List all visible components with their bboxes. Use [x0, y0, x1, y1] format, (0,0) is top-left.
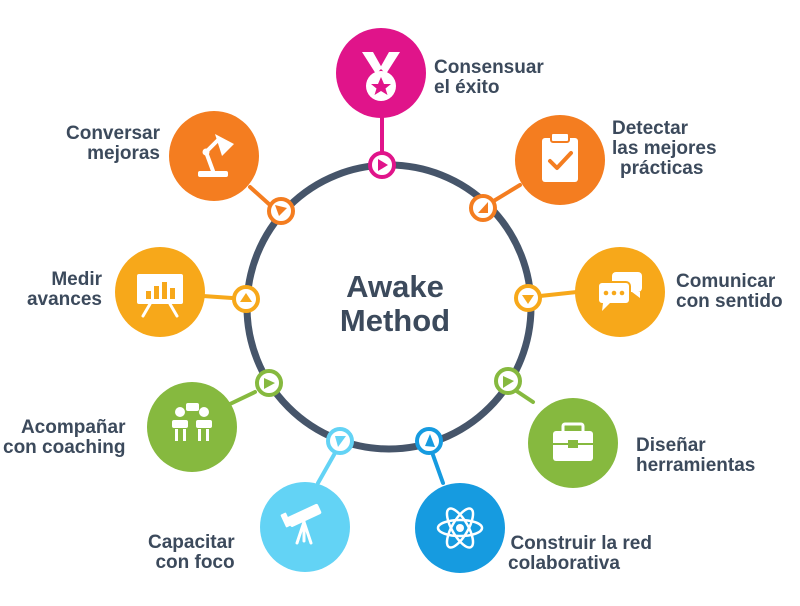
diagram-title-line2: Method	[339, 303, 451, 338]
connector-medir	[201, 294, 234, 300]
step-label-line: colaborativa	[508, 553, 620, 574]
step-label-line: mejoras	[87, 143, 160, 164]
step-label-line: Detectar	[612, 118, 689, 139]
step-label-line: con foco	[155, 552, 235, 573]
step-disenar	[528, 398, 618, 488]
connector-construir	[431, 453, 445, 485]
step-label-line: las mejores	[612, 138, 717, 159]
ring-node-conversar	[267, 197, 295, 225]
presentation-board-icon	[137, 274, 183, 318]
desk-lamp-icon	[198, 134, 234, 177]
step-label-line: Acompañar	[20, 417, 126, 438]
connector-capacitar	[316, 451, 337, 485]
ring-node-disenar	[494, 367, 522, 395]
step-label-disenar: Diseñar herramientas	[636, 436, 755, 476]
connector-comunicar	[538, 290, 579, 298]
step-acompanar	[147, 382, 237, 472]
step-label-line: el éxito	[434, 77, 500, 98]
step-label-line: avances	[26, 289, 102, 310]
step-label-capacitar: Capacitar con foco	[148, 533, 235, 573]
ring-node-capacitar	[326, 427, 354, 455]
step-detectar	[515, 115, 605, 205]
ring-node-acompanar	[255, 369, 283, 397]
step-label-line: prácticas	[620, 158, 704, 179]
ring-node-comunicar	[514, 284, 542, 312]
step-label-line: Comunicar	[676, 271, 776, 292]
ring-node-consensuar	[368, 151, 396, 179]
diagram-title-line1: Awake	[346, 269, 444, 304]
step-label-line: herramientas	[636, 455, 756, 476]
ring-node-construir	[415, 427, 443, 455]
ring-node-medir	[232, 285, 260, 313]
connector-disenar	[513, 388, 535, 404]
step-label-detectar: Detectar las mejores prácticas	[612, 119, 717, 179]
step-label-line: Conversar	[66, 123, 160, 144]
step-label-line: Construir la red	[510, 533, 652, 554]
chat-bubbles-icon	[597, 272, 642, 311]
step-consensuar	[336, 28, 426, 118]
medal-icon	[362, 52, 400, 101]
ring-nodes	[232, 151, 542, 455]
connector-acompanar	[228, 390, 257, 406]
step-comunicar	[575, 247, 665, 337]
step-label-comunicar: Comunicar con sentido	[676, 272, 783, 312]
step-label-line: Medir	[51, 269, 102, 290]
connector-conversar	[248, 185, 272, 207]
step-conversar	[169, 111, 259, 201]
connectors	[201, 116, 579, 485]
step-label-conversar: Conversar mejoras	[52, 124, 160, 164]
step-label-construir: Construir la red colaborativa	[508, 534, 652, 574]
toolbox-icon	[553, 422, 593, 461]
step-label-line: Consensuar	[434, 57, 544, 78]
step-construir	[415, 483, 505, 573]
atom-icon	[436, 507, 484, 549]
step-label-consensuar: Consensuar el éxito	[434, 58, 544, 98]
step-label-line: Capacitar	[148, 532, 235, 553]
telescope-icon	[280, 503, 322, 545]
step-label-medir: Medir avances	[12, 270, 102, 310]
step-label-line: con coaching	[3, 437, 126, 458]
step-medir	[115, 247, 205, 337]
step-label-line: Diseñar	[636, 435, 706, 456]
clipboard-check-icon	[542, 132, 578, 182]
step-capacitar	[260, 482, 350, 572]
ring-node-detectar	[469, 194, 497, 222]
coaching-icon	[172, 403, 212, 441]
diagram-title: Awake Method	[300, 270, 490, 338]
step-label-acompanar: Acompañar con coaching	[3, 418, 125, 458]
step-label-line: con sentido	[676, 291, 783, 312]
